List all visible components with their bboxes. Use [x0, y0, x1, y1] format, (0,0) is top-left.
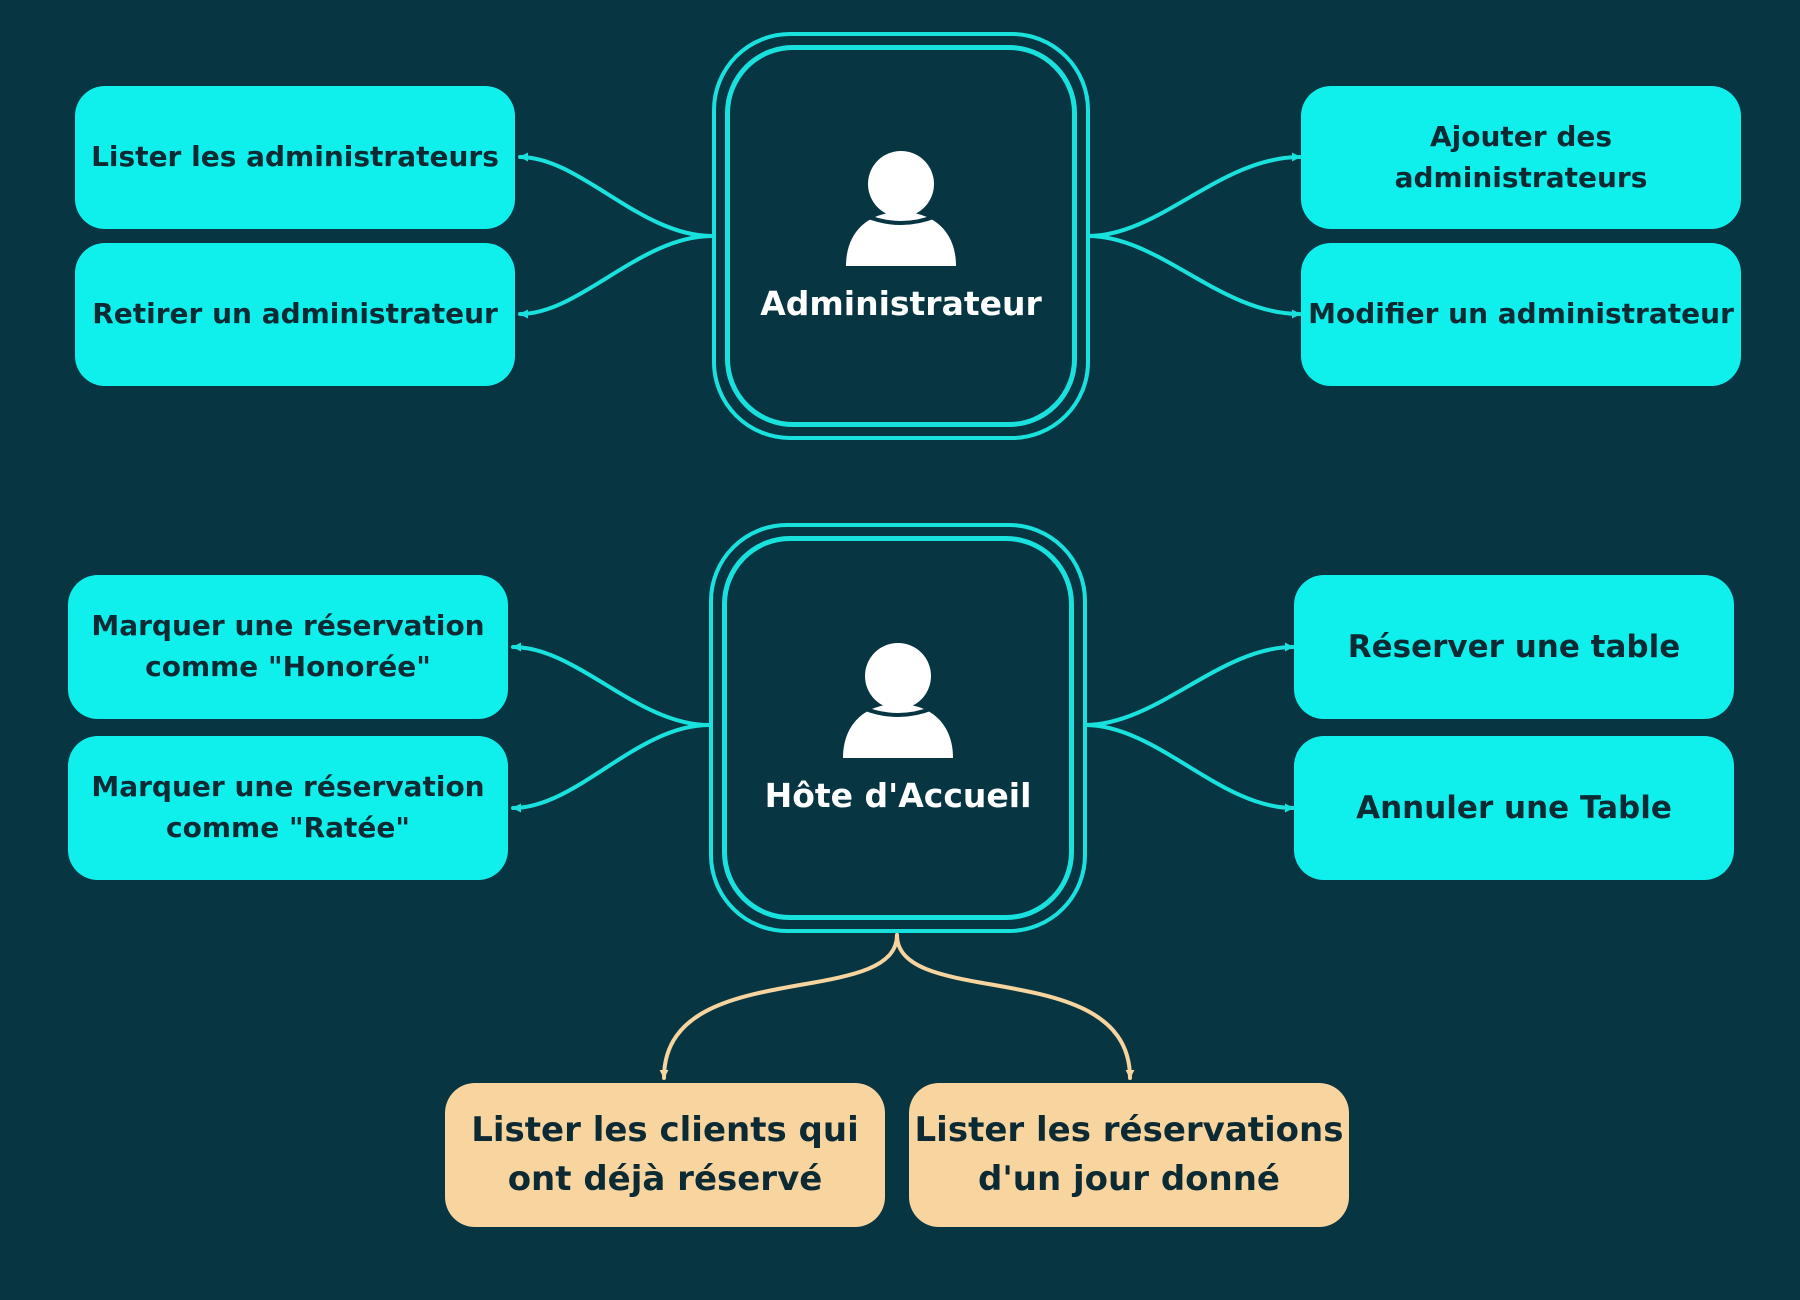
connector-admin-to-add-admins [1086, 152, 1302, 238]
connector-admin-to-edit-admin [1086, 234, 1302, 319]
user-icon [843, 642, 953, 758]
connector-admin-to-remove-admin [518, 234, 714, 319]
action-remove-admin[interactable]: Retirer un administrateur [75, 243, 515, 386]
connector-host-to-book-table [1083, 642, 1295, 727]
action-list-day-reservations[interactable]: Lister les réservations d'un jour donné [909, 1083, 1349, 1227]
connector-host-to-mark-missed [511, 723, 711, 813]
action-list-admins[interactable]: Lister les administrateurs [75, 86, 515, 229]
action-mark-honored[interactable]: Marquer une réservation comme "Honorée" [68, 575, 508, 719]
action-mark-missed[interactable]: Marquer une réservation comme "Ratée" [68, 736, 508, 880]
actor-administrateur[interactable]: Administrateur [712, 32, 1090, 440]
action-cancel-table[interactable]: Annuler une Table [1294, 736, 1734, 880]
action-edit-admin[interactable]: Modifier un administrateur [1301, 243, 1741, 386]
actor-administrateur-frame: Administrateur [725, 45, 1077, 427]
action-list-clients[interactable]: Lister les clients qui ont déjà réservé [445, 1083, 885, 1227]
action-add-admins[interactable]: Ajouter des administrateurs [1301, 86, 1741, 229]
connector-host-to-cancel-table [1083, 723, 1295, 813]
connector-admin-to-list-admins [518, 152, 714, 238]
actor-hote-accueil-label: Hôte d'Accueil [764, 775, 1032, 815]
connector-host-to-list-clients [659, 933, 899, 1080]
actor-hote-accueil-frame: Hôte d'Accueil [722, 536, 1074, 920]
actor-hote-accueil[interactable]: Hôte d'Accueil [709, 523, 1087, 933]
action-book-table[interactable]: Réserver une table [1294, 575, 1734, 719]
connector-host-to-list-day-reservations [895, 933, 1135, 1080]
connector-host-to-mark-honored [511, 642, 711, 727]
actor-administrateur-label: Administrateur [760, 283, 1042, 323]
user-icon [846, 150, 956, 266]
